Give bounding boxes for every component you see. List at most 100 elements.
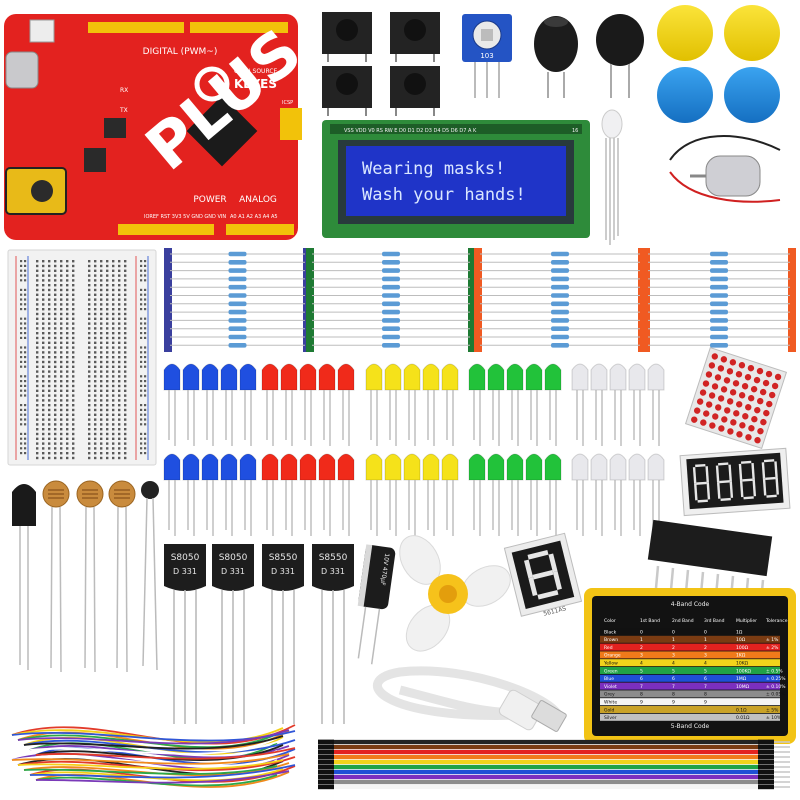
icsp-header xyxy=(280,108,302,140)
rail-hole xyxy=(144,274,147,277)
breadboard-hole xyxy=(112,452,115,455)
breadboard-hole xyxy=(94,380,97,383)
breadboard-hole xyxy=(72,264,75,268)
rail-hole xyxy=(140,389,143,392)
breadboard-hole xyxy=(124,260,127,263)
breadboard-hole xyxy=(42,269,45,272)
breadboard-hole xyxy=(112,332,115,335)
breadboard-hole xyxy=(100,327,103,330)
card-cell: 4 xyxy=(640,661,643,667)
rail-hole xyxy=(20,308,23,311)
jumper-wire xyxy=(35,770,290,784)
breadboard-hole xyxy=(72,274,75,277)
breadboard-hole xyxy=(112,284,115,287)
matrix-dot xyxy=(700,419,707,426)
breadboard-hole xyxy=(100,418,103,421)
breadboard-hole xyxy=(112,408,115,412)
rail-hole xyxy=(140,332,143,335)
breadboard-hole xyxy=(42,428,45,431)
breadboard-hole xyxy=(48,399,51,402)
breadboard-hole xyxy=(118,336,121,340)
breadboard-hole xyxy=(118,423,121,426)
breadboard-hole xyxy=(54,452,57,455)
led xyxy=(384,363,402,391)
rail-hole xyxy=(20,356,23,359)
breadboard-hole xyxy=(48,346,51,349)
rail-hole xyxy=(140,303,143,306)
rail-hole xyxy=(20,452,23,455)
rail-hole xyxy=(24,389,27,392)
card-cell: Black xyxy=(604,629,617,635)
rail-hole xyxy=(144,269,147,272)
dupont-connector xyxy=(318,764,334,770)
breadboard-hole xyxy=(36,293,39,296)
breadboard-hole xyxy=(60,452,63,455)
breadboard-hole xyxy=(118,389,121,392)
matrix-dot xyxy=(771,382,779,390)
led xyxy=(280,363,298,391)
jumper-wire xyxy=(29,764,296,779)
breadboard-hole xyxy=(42,389,45,392)
breadboard-hole xyxy=(106,327,109,330)
breadboard-hole xyxy=(118,365,121,368)
breadboard-hole xyxy=(36,452,39,455)
rail-hole xyxy=(20,408,23,411)
rail-hole xyxy=(140,288,143,291)
matrix-dot xyxy=(705,401,713,408)
breadboard-hole xyxy=(48,351,51,354)
breadboard-hole xyxy=(100,332,103,335)
breadboard-hole xyxy=(112,384,115,388)
analog-header xyxy=(226,224,294,235)
ic-pin xyxy=(654,565,660,589)
breadboard-hole xyxy=(72,432,75,436)
card-cell: 4 xyxy=(704,661,707,667)
card-row-band xyxy=(600,682,780,690)
breadboard-hole xyxy=(112,351,115,354)
segment xyxy=(537,589,559,600)
jumper-wire xyxy=(29,741,278,755)
breadboard-hole xyxy=(94,384,97,388)
breadboard-hole xyxy=(42,260,45,263)
breadboard-hole xyxy=(88,404,91,407)
breadboard-hole xyxy=(118,356,121,359)
lcd-module: VSS VDD V0 RS RW E D0 D1 D2 D3 D4 D5 D6 … xyxy=(322,120,590,238)
card-cell: 8 xyxy=(704,692,707,698)
breadboard-hole xyxy=(72,303,75,306)
breadboard-hole xyxy=(106,408,109,412)
transistor-body xyxy=(212,544,254,591)
matrix-dot xyxy=(760,418,767,426)
rail-hole xyxy=(144,442,147,445)
breadboard-hole xyxy=(100,456,103,460)
pot-code: 103 xyxy=(480,52,493,60)
led xyxy=(220,453,238,481)
breadboard-hole xyxy=(72,279,75,282)
breadboard-hole xyxy=(106,452,109,455)
breadboard-hole xyxy=(36,332,39,335)
breadboard-hole xyxy=(94,284,97,287)
breadboard-hole xyxy=(124,356,127,359)
breadboard-hole xyxy=(36,303,39,306)
breadboard-hole xyxy=(42,322,45,325)
segment xyxy=(524,559,534,579)
breadboard-hole xyxy=(118,452,121,455)
matrix-dot xyxy=(747,364,755,372)
rail-hole xyxy=(24,360,27,363)
cap-blue xyxy=(724,67,780,123)
breadboard-hole xyxy=(42,274,45,277)
breadboard-hole xyxy=(124,360,127,364)
breadboard-hole xyxy=(42,437,45,440)
breadboard-hole xyxy=(88,370,91,373)
breadboard-hole xyxy=(60,413,63,416)
segment xyxy=(552,571,562,590)
breadboard-hole xyxy=(66,447,69,450)
breadboard-hole xyxy=(118,279,121,282)
tx-label: TX xyxy=(119,107,128,114)
card-cell: 9 xyxy=(672,700,675,706)
rail-hole xyxy=(20,288,23,291)
rail-hole xyxy=(20,423,23,426)
breadboard-hole xyxy=(48,447,51,450)
breadboard-hole xyxy=(48,322,51,325)
